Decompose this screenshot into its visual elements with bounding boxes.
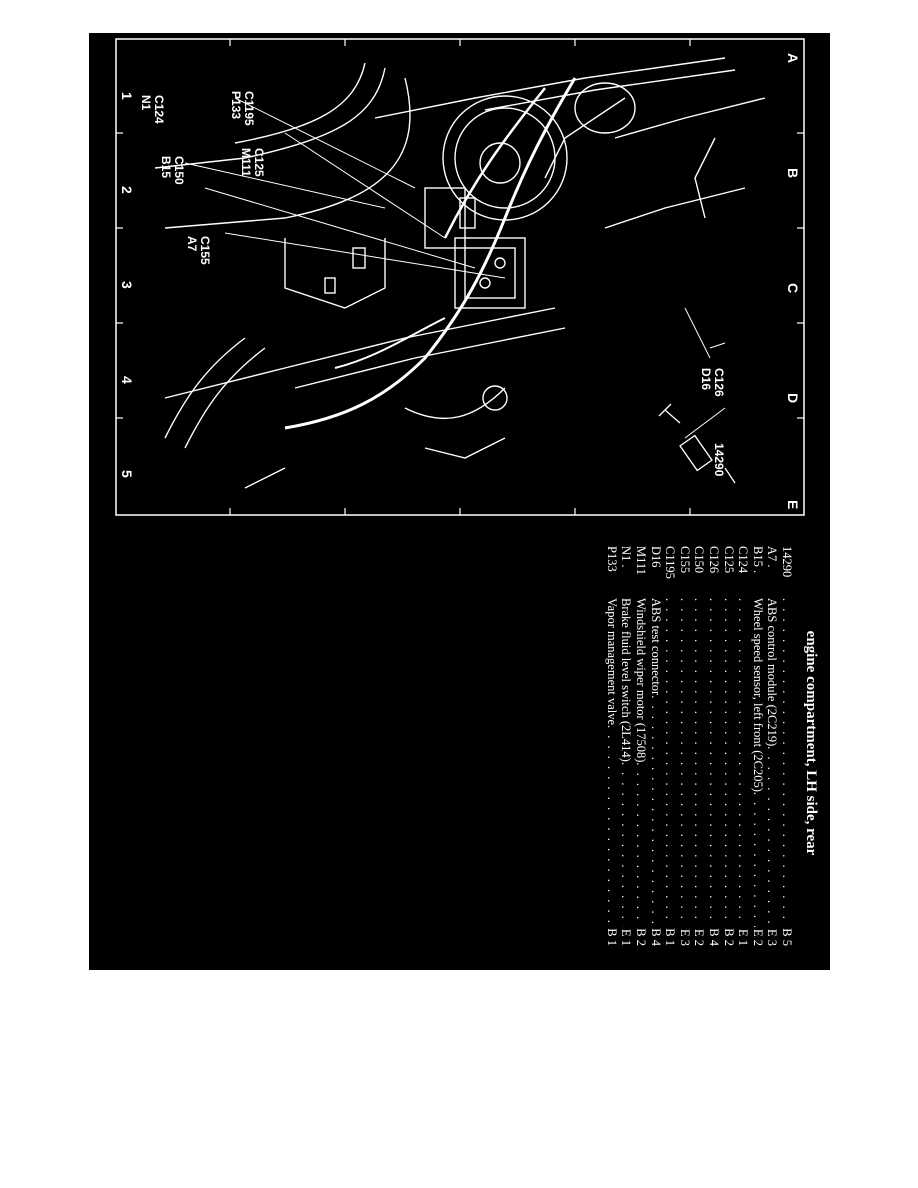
legend-description: Vapor management valve <box>604 598 619 726</box>
callout-line: 14290 <box>712 443 726 477</box>
legend-code: C150 <box>692 546 707 574</box>
legend-code: C124 <box>736 546 751 574</box>
callout-line: A7 <box>185 236 199 252</box>
legend-location: B 1 <box>604 928 619 946</box>
zone-number-1: 1 <box>119 92 135 100</box>
legend-description: Wheel speed sensor, left front (2C205) <box>750 598 765 792</box>
callout-line: B15 <box>159 156 173 179</box>
legend-row: N1 . Brake fluid level switch (2L414) E 1 <box>619 546 634 946</box>
zone-number-4: 4 <box>119 376 135 384</box>
legend-leader-dots <box>707 598 720 926</box>
legend-leader-dots <box>649 695 662 926</box>
callout-line: C150 <box>172 156 186 185</box>
legend-location: E 3 <box>677 928 692 946</box>
callout-line: C155 <box>198 236 212 265</box>
callout-c150-b15: C150 B15 <box>159 156 186 185</box>
legend-code: D16 <box>648 546 663 568</box>
legend-description: ABS control module (2C219) <box>765 598 780 747</box>
zone-letter-top-b: B <box>785 168 801 179</box>
legend-row: C125 B 2 <box>721 546 736 946</box>
legend-leader-dots <box>722 598 735 926</box>
zone-number-3: 3 <box>119 281 135 289</box>
legend-leader-dots <box>634 762 647 926</box>
legend-row: C124 E 1 <box>736 546 751 946</box>
legend-location: B 5 <box>780 928 794 946</box>
legend-leader-dots <box>736 598 749 927</box>
callout-line: C124 <box>152 95 166 124</box>
legend-location: B 4 <box>707 928 721 946</box>
legend-location: E 2 <box>750 928 765 946</box>
legend-code: C125 <box>721 546 736 574</box>
legend-description: ABS test connector <box>648 598 663 696</box>
legend-leader-dots <box>765 746 778 927</box>
legend-leader-dots <box>619 762 632 927</box>
legend-code: 14290 <box>780 546 794 578</box>
legend-leader-dots <box>751 792 764 927</box>
rotated-sheet: A B C D E F 1 2 3 4 5 C1195 P133 C125 <box>89 33 830 970</box>
engine-compartment-diagram: A B C D E F 1 2 3 4 5 C1195 P133 C125 <box>115 38 805 516</box>
abs-test-connector-detail-icon <box>658 403 736 484</box>
callout-c126-d16: C126 D16 <box>699 368 726 397</box>
legend-row: C155 E 3 <box>677 546 692 946</box>
diagram-panel: A B C D E F 1 2 3 4 5 C1195 P133 C125 <box>89 33 830 970</box>
legend-code: C1195 <box>663 546 678 579</box>
diagram-drawing <box>115 38 805 516</box>
callout-line: C126 <box>712 368 726 397</box>
legend-location: B 1 <box>663 928 678 946</box>
callout-line: C1195 <box>242 91 256 126</box>
legend-code: N1 . <box>619 546 634 568</box>
zone-number-2: 2 <box>119 186 135 194</box>
legend-code: B15 . <box>750 546 765 574</box>
legend-description: Brake fluid level switch (2L414) <box>619 598 634 762</box>
legend-code: P133 <box>604 546 619 572</box>
legend-code: M111 <box>634 546 648 575</box>
callout-c155-a7: C155 A7 <box>185 236 212 265</box>
legend-description: Windshield wiper motor (17508) <box>634 598 648 763</box>
callout-line: P133 <box>229 91 243 120</box>
legend-leader-dots <box>663 598 676 926</box>
legend-location: E 1 <box>619 928 634 946</box>
legend-code: C155 <box>677 546 692 574</box>
legend-location: E 3 <box>765 928 780 946</box>
zone-letter-top-e: E <box>785 500 801 510</box>
legend-row: 14290 B 5 <box>780 546 794 946</box>
legend-code: A7 . <box>765 546 780 568</box>
legend-row: A7 . ABS control module (2C219) E 3 <box>765 546 780 946</box>
legend-row: C126 B 4 <box>707 546 721 946</box>
legend-leader-dots <box>678 598 691 927</box>
zone-number-5: 5 <box>119 470 135 478</box>
callout-c125-m111: C125 M111 <box>239 148 266 177</box>
legend-leader-dots <box>780 598 793 926</box>
callout-line: C125 <box>252 148 266 177</box>
legend-location: B 4 <box>648 928 663 946</box>
legend-code: C126 <box>707 546 721 574</box>
callout-line: D16 <box>699 368 713 391</box>
callout-line: N1 <box>139 95 153 111</box>
legend-leader-dots <box>692 598 705 927</box>
legend-location: E 1 <box>736 928 751 946</box>
component-legend: engine compartment, LH side, rear 14290B… <box>587 538 827 958</box>
legend-leader-dots <box>605 725 618 926</box>
callout-c1195-p133: C1195 P133 <box>229 91 256 126</box>
callout-line: M111 <box>239 148 253 177</box>
callout-14290: 14290 <box>712 443 726 477</box>
legend-row: C150 E 2 <box>692 546 707 946</box>
legend-location: E 2 <box>692 928 707 946</box>
legend-row: C1195 B 1 <box>663 546 678 946</box>
zone-letter-top-a: A <box>785 53 801 64</box>
zone-letter-top-d: D <box>785 393 801 404</box>
legend-location: B 2 <box>721 928 736 946</box>
callout-c124-n1: C124 N1 <box>139 95 166 124</box>
legend-location: B 2 <box>634 928 648 946</box>
zone-letter-top-c: C <box>785 283 801 294</box>
legend-row: B15 . Wheel speed sensor, left front (2C2… <box>750 546 765 946</box>
legend-title: engine compartment, LH side, rear <box>803 630 819 856</box>
